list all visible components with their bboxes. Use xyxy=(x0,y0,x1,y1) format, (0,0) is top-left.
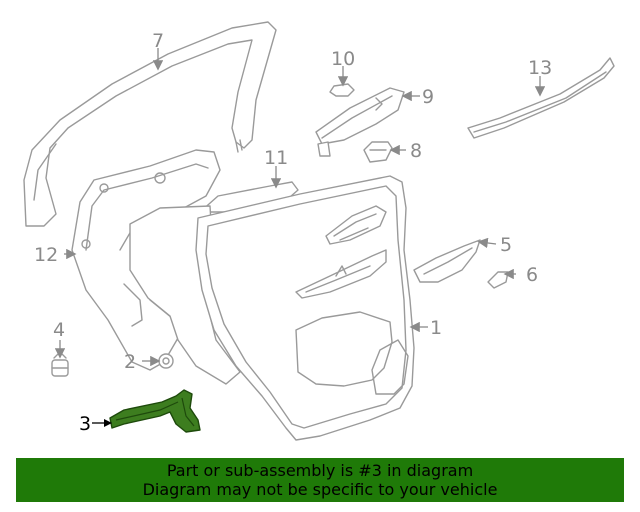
info-banner: Part or sub-assembly is #3 in diagram Di… xyxy=(16,458,624,502)
part-8-switch xyxy=(363,141,393,163)
callout-8: 8 xyxy=(410,140,422,162)
part-6-cap xyxy=(487,271,509,289)
banner-line-2: Diagram may not be specific to your vehi… xyxy=(142,480,498,499)
callout-4: 4 xyxy=(53,319,65,341)
part-2-push-pin xyxy=(158,353,174,369)
part-9-handle-bracket xyxy=(315,87,405,157)
callout-10: 10 xyxy=(331,48,355,70)
callout-9: 9 xyxy=(422,86,434,108)
leader-lines xyxy=(54,48,546,427)
sound-insulator xyxy=(129,205,241,385)
callout-11: 11 xyxy=(264,147,288,169)
part-1-door-trim-panel xyxy=(195,175,415,441)
callout-labels: 7 10 9 13 11 8 12 5 6 1 4 2 3 xyxy=(34,30,552,435)
callout-6: 6 xyxy=(526,264,538,286)
part-13-belt-molding xyxy=(467,57,615,139)
callout-12: 12 xyxy=(34,244,58,266)
callout-2: 2 xyxy=(124,351,136,373)
part-10-clip xyxy=(329,83,355,97)
callout-13: 13 xyxy=(528,57,552,79)
part-7-window-frame xyxy=(23,21,277,227)
callout-5: 5 xyxy=(500,234,512,256)
banner-line-1: Part or sub-assembly is #3 in diagram xyxy=(166,461,474,480)
part-5-inside-handle xyxy=(413,239,481,283)
callout-1: 1 xyxy=(430,317,442,339)
part-3-pull-handle xyxy=(109,389,201,433)
callout-7: 7 xyxy=(152,30,164,52)
callout-3: 3 xyxy=(79,413,91,435)
